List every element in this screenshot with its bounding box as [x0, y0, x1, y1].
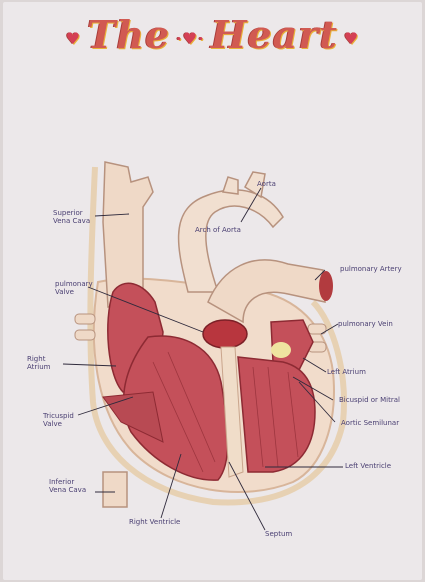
label-septum: Septum [265, 530, 292, 538]
label-aortic-semilunar: Aortic Semilunar [341, 419, 399, 427]
drawing-sheet: ♥The·♥·Heart♥ [3, 2, 422, 580]
label-superior-vena-cava: Superior Vena Cava [53, 209, 90, 225]
aorta-branch [223, 177, 238, 194]
label-arch-of-aorta: Arch of Aorta [195, 226, 241, 234]
label-left-atrium: Left Atrium [327, 368, 366, 376]
pulmonary-valve [203, 320, 247, 348]
pulmonary-vein-left [75, 330, 95, 340]
pulmonary-vein-left [75, 314, 95, 324]
label-right-ventricle: Right Ventricle [129, 518, 180, 526]
label-right-atrium: Right Atrium [27, 355, 51, 371]
label-pulmonary-vein: pulmonary Vein [338, 320, 393, 328]
label-pulmonary-valve: pulmonary Valve [55, 280, 93, 296]
label-inferior-vena-cava: Inferior Vena Cava [49, 478, 86, 494]
pulmonary-artery-opening [319, 271, 333, 301]
label-aorta: Aorta [257, 180, 276, 188]
label-tricuspid-valve: Tricuspid Valve [43, 412, 74, 428]
label-bicuspid-valve: Bicuspid or Mitral [339, 396, 400, 404]
inferior-vena-cava [103, 472, 127, 507]
label-left-ventricle: Left Ventricle [345, 462, 391, 470]
mitral-opening [271, 342, 291, 358]
label-pulmonary-artery: pulmonary Artery [340, 265, 402, 273]
